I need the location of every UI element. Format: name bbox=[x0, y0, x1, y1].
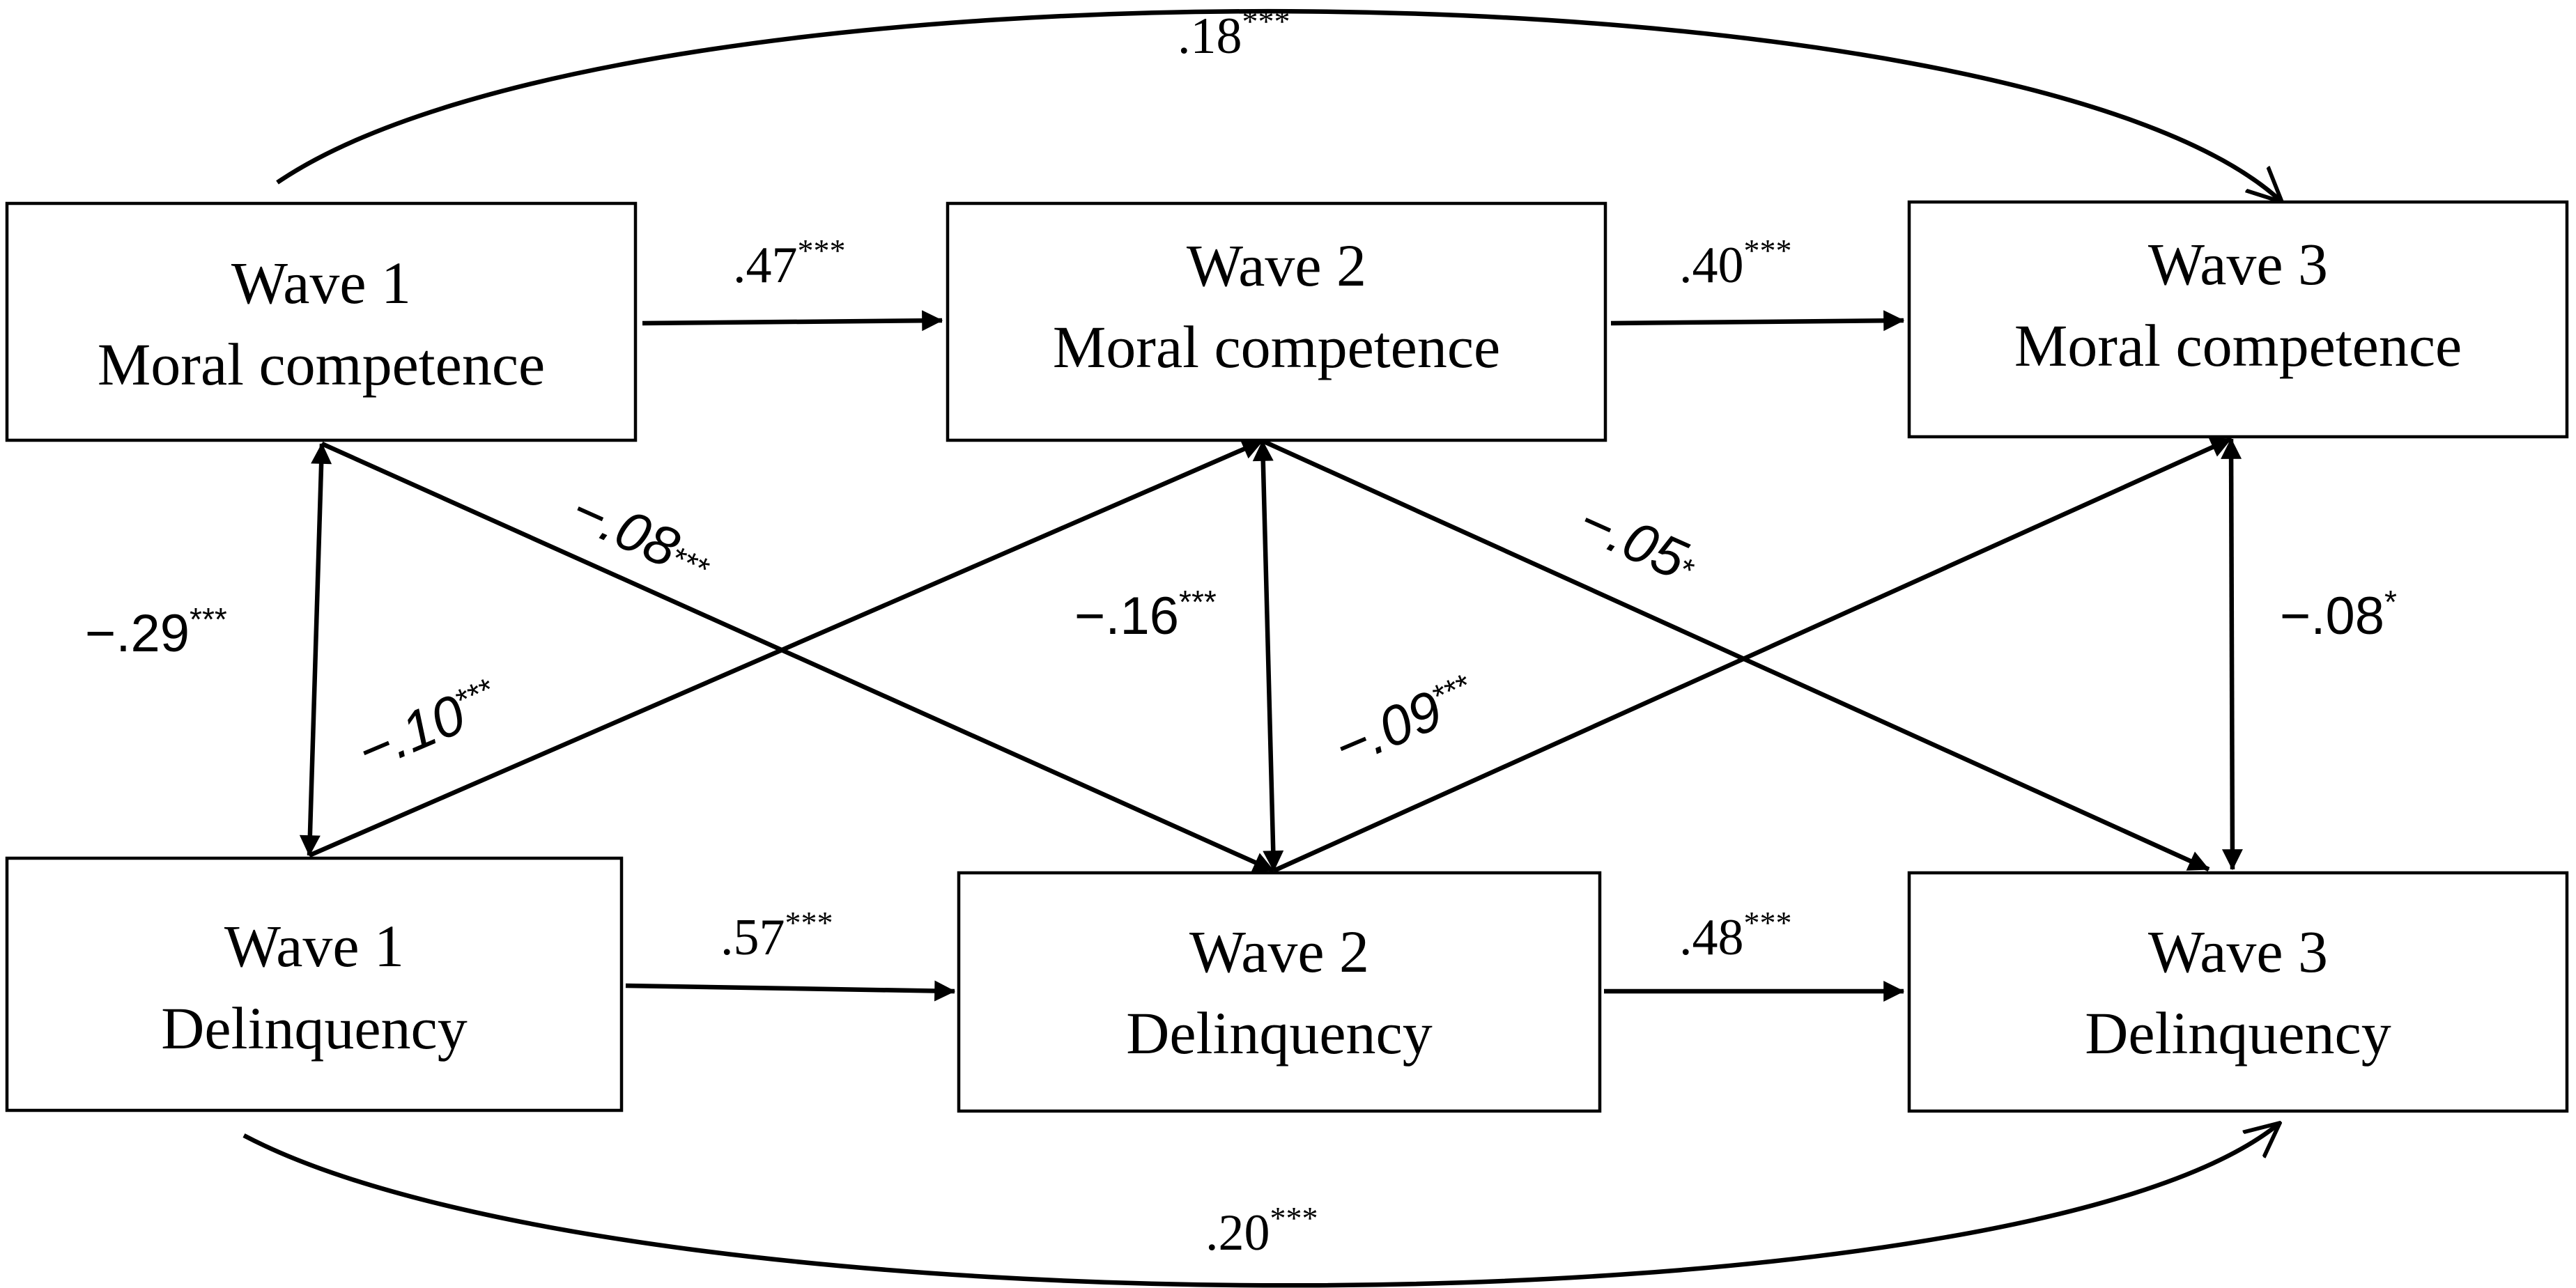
node-label-construct: Delinquency bbox=[161, 995, 467, 1062]
path-mc1-d2 bbox=[321, 442, 1275, 873]
node-wave2-moral-competence: Wave 2 Moral competence bbox=[946, 201, 1607, 442]
node-wave1-delinquency: Wave 1 Delinquency bbox=[5, 856, 624, 1112]
coef-mc3-d3: −.08* bbox=[2280, 584, 2397, 646]
path-mc1-d1 bbox=[299, 442, 332, 857]
coef-d2-mc3: −.09*** bbox=[1325, 664, 1486, 779]
path-d2-mc3 bbox=[1272, 437, 2232, 873]
path-mc2-d2 bbox=[1252, 440, 1284, 872]
node-label-wave: Wave 1 bbox=[224, 913, 404, 979]
node-label-construct: Moral competence bbox=[1053, 313, 1500, 380]
path-d1-mc2 bbox=[308, 439, 1264, 858]
coef-mc1-mc2: .47*** bbox=[733, 233, 846, 294]
path-mc2-d3 bbox=[1261, 439, 2210, 871]
coef-d1-mc2: −.10*** bbox=[348, 668, 509, 783]
coef-mc1-d1: −.29*** bbox=[85, 601, 227, 663]
path-d1-d2 bbox=[625, 980, 956, 1002]
coef-mc2-d2: −.16*** bbox=[1074, 584, 1217, 646]
node-label-wave: Wave 2 bbox=[1187, 232, 1366, 299]
node-label-construct: Moral competence bbox=[98, 331, 545, 398]
node-label-wave: Wave 1 bbox=[231, 249, 411, 316]
node-label-wave: Wave 2 bbox=[1189, 918, 1369, 985]
node-label-construct: Delinquency bbox=[2085, 1000, 2391, 1066]
node-label-wave: Wave 3 bbox=[2148, 918, 2328, 985]
node-label-construct: Delinquency bbox=[1126, 1000, 1432, 1066]
coef-d1-d3: .20*** bbox=[1205, 1200, 1318, 1262]
coef-mc1-d2: −.08*** bbox=[562, 478, 723, 594]
path-mc1-mc2 bbox=[642, 310, 943, 332]
node-wave3-moral-competence: Wave 3 Moral competence bbox=[1907, 200, 2569, 439]
coef-d2-d3: .48*** bbox=[1679, 905, 1792, 966]
path-mc3-d3 bbox=[2221, 437, 2243, 871]
path-mc2-mc3 bbox=[1610, 310, 1905, 332]
node-label-wave: Wave 3 bbox=[2148, 231, 2328, 297]
path-d1-d3 bbox=[242, 1123, 2280, 1288]
coef-mc1-mc3: .18*** bbox=[1178, 3, 1290, 65]
coef-d1-d2: .57*** bbox=[720, 905, 833, 966]
coef-mc2-d3: −.05* bbox=[1570, 489, 1707, 596]
path-mc1-mc3 bbox=[276, 8, 2282, 202]
node-wave3-delinquency: Wave 3 Delinquency bbox=[1907, 871, 2569, 1113]
coef-mc2-mc3: .40*** bbox=[1679, 233, 1792, 294]
node-wave2-delinquency: Wave 2 Delinquency bbox=[957, 871, 1602, 1113]
node-wave1-moral-competence: Wave 1 Moral competence bbox=[5, 201, 638, 442]
node-label-construct: Moral competence bbox=[2014, 312, 2462, 379]
